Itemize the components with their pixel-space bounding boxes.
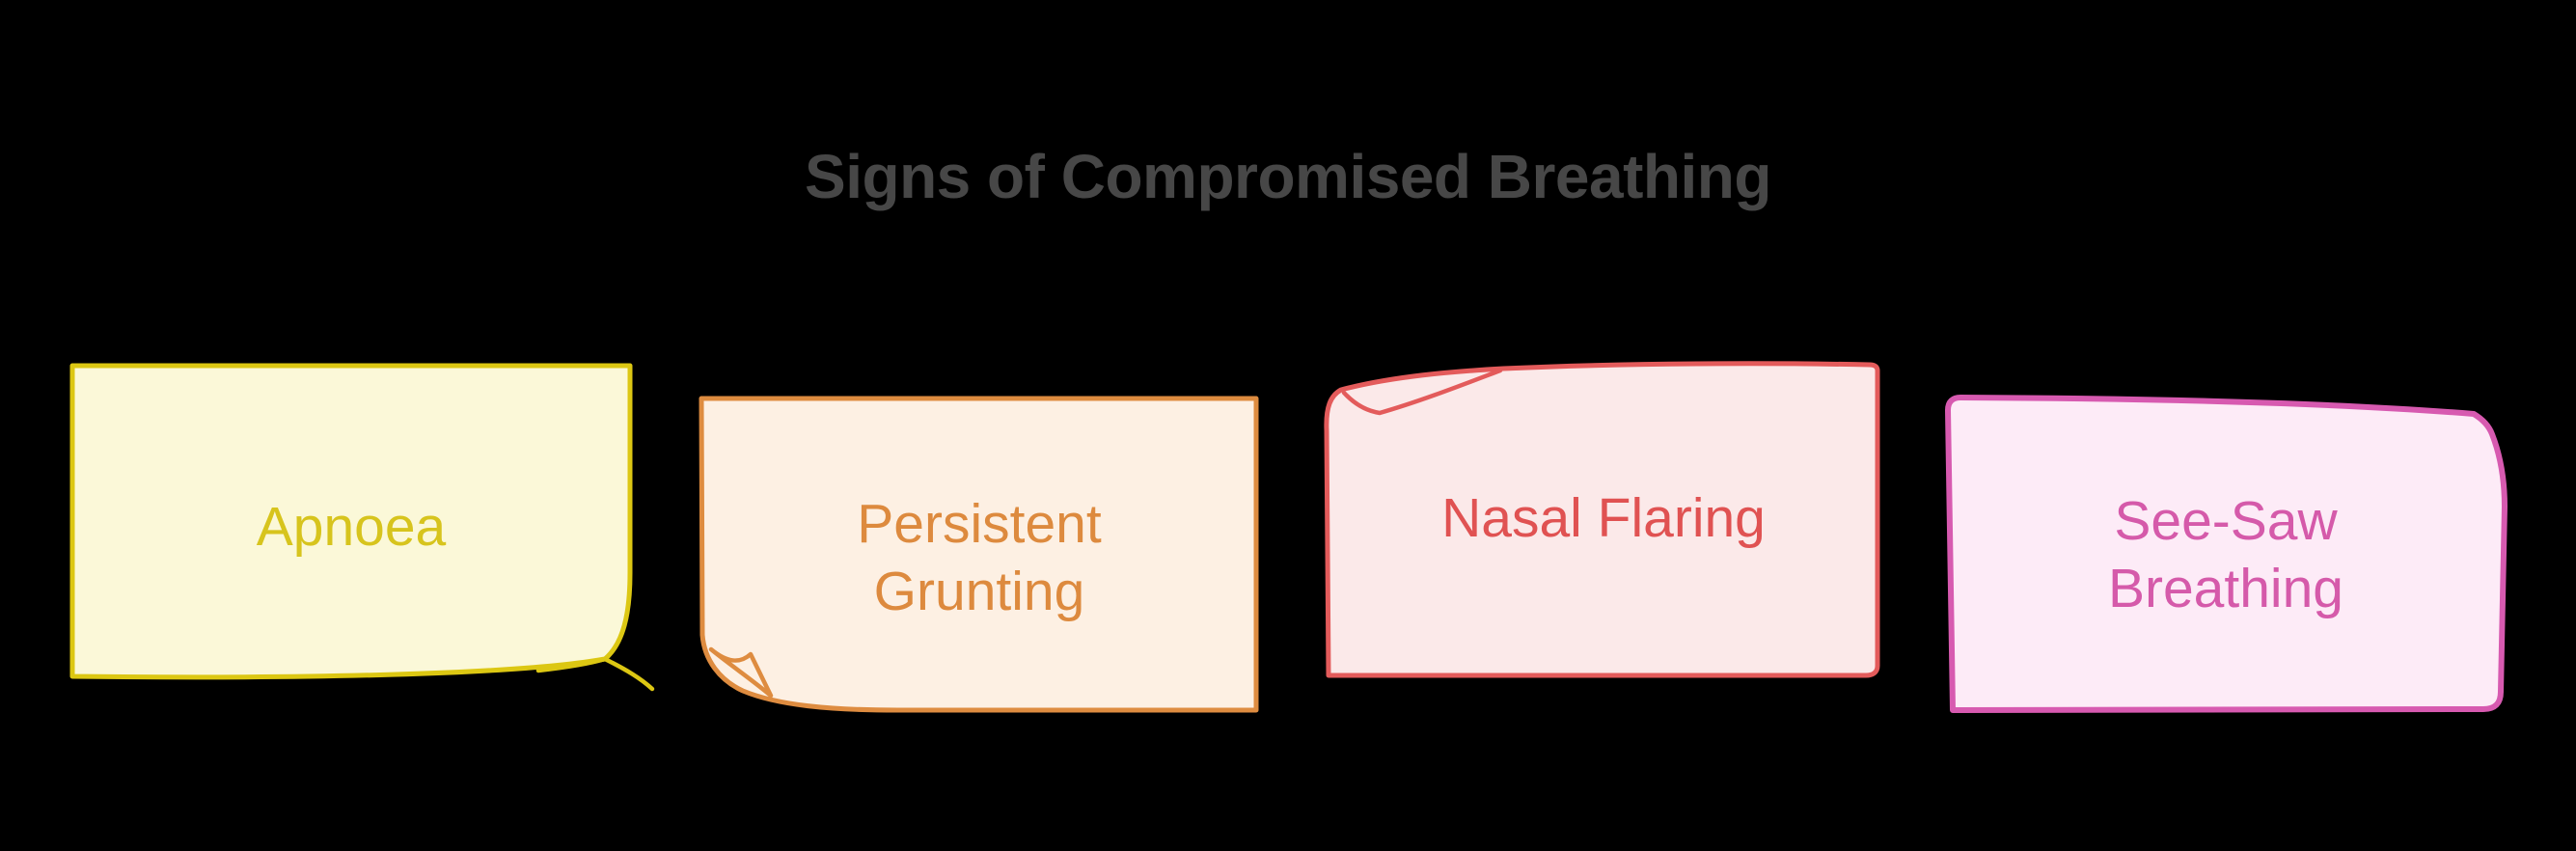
note-card-nasal-flaring: Nasal Flaring [1320, 357, 1887, 680]
note-label-persistent-grunting: Persistent Grunting [857, 492, 1102, 622]
diagram-title: Signs of Compromised Breathing [805, 142, 1771, 211]
note-body [699, 396, 1259, 713]
note-card-persistent-grunting: Persistent Grunting [695, 392, 1264, 725]
note-body [1324, 361, 1880, 678]
note-card-apnoea: Apnoea [66, 359, 655, 697]
sticky-note-shape-red [1324, 361, 1880, 678]
note-label-nasal-flaring: Nasal Flaring [1441, 486, 1766, 549]
note-card-see-saw-breathing: See-Saw Breathing [1941, 391, 2510, 721]
note-label-apnoea: Apnoea [256, 496, 447, 559]
note-body [1945, 395, 2507, 713]
note-corner-curl-icon [1341, 368, 1503, 416]
note-label-see-saw-breathing: See-Saw Breathing [2107, 490, 2343, 619]
note-body [69, 363, 633, 680]
sticky-note-shape-pink [1945, 395, 2507, 713]
sticky-note-shape-orange [699, 396, 1259, 713]
note-corner-curl-icon [535, 656, 655, 692]
sticky-note-shape-yellow [69, 363, 655, 692]
note-corner-fold-icon [708, 646, 774, 699]
